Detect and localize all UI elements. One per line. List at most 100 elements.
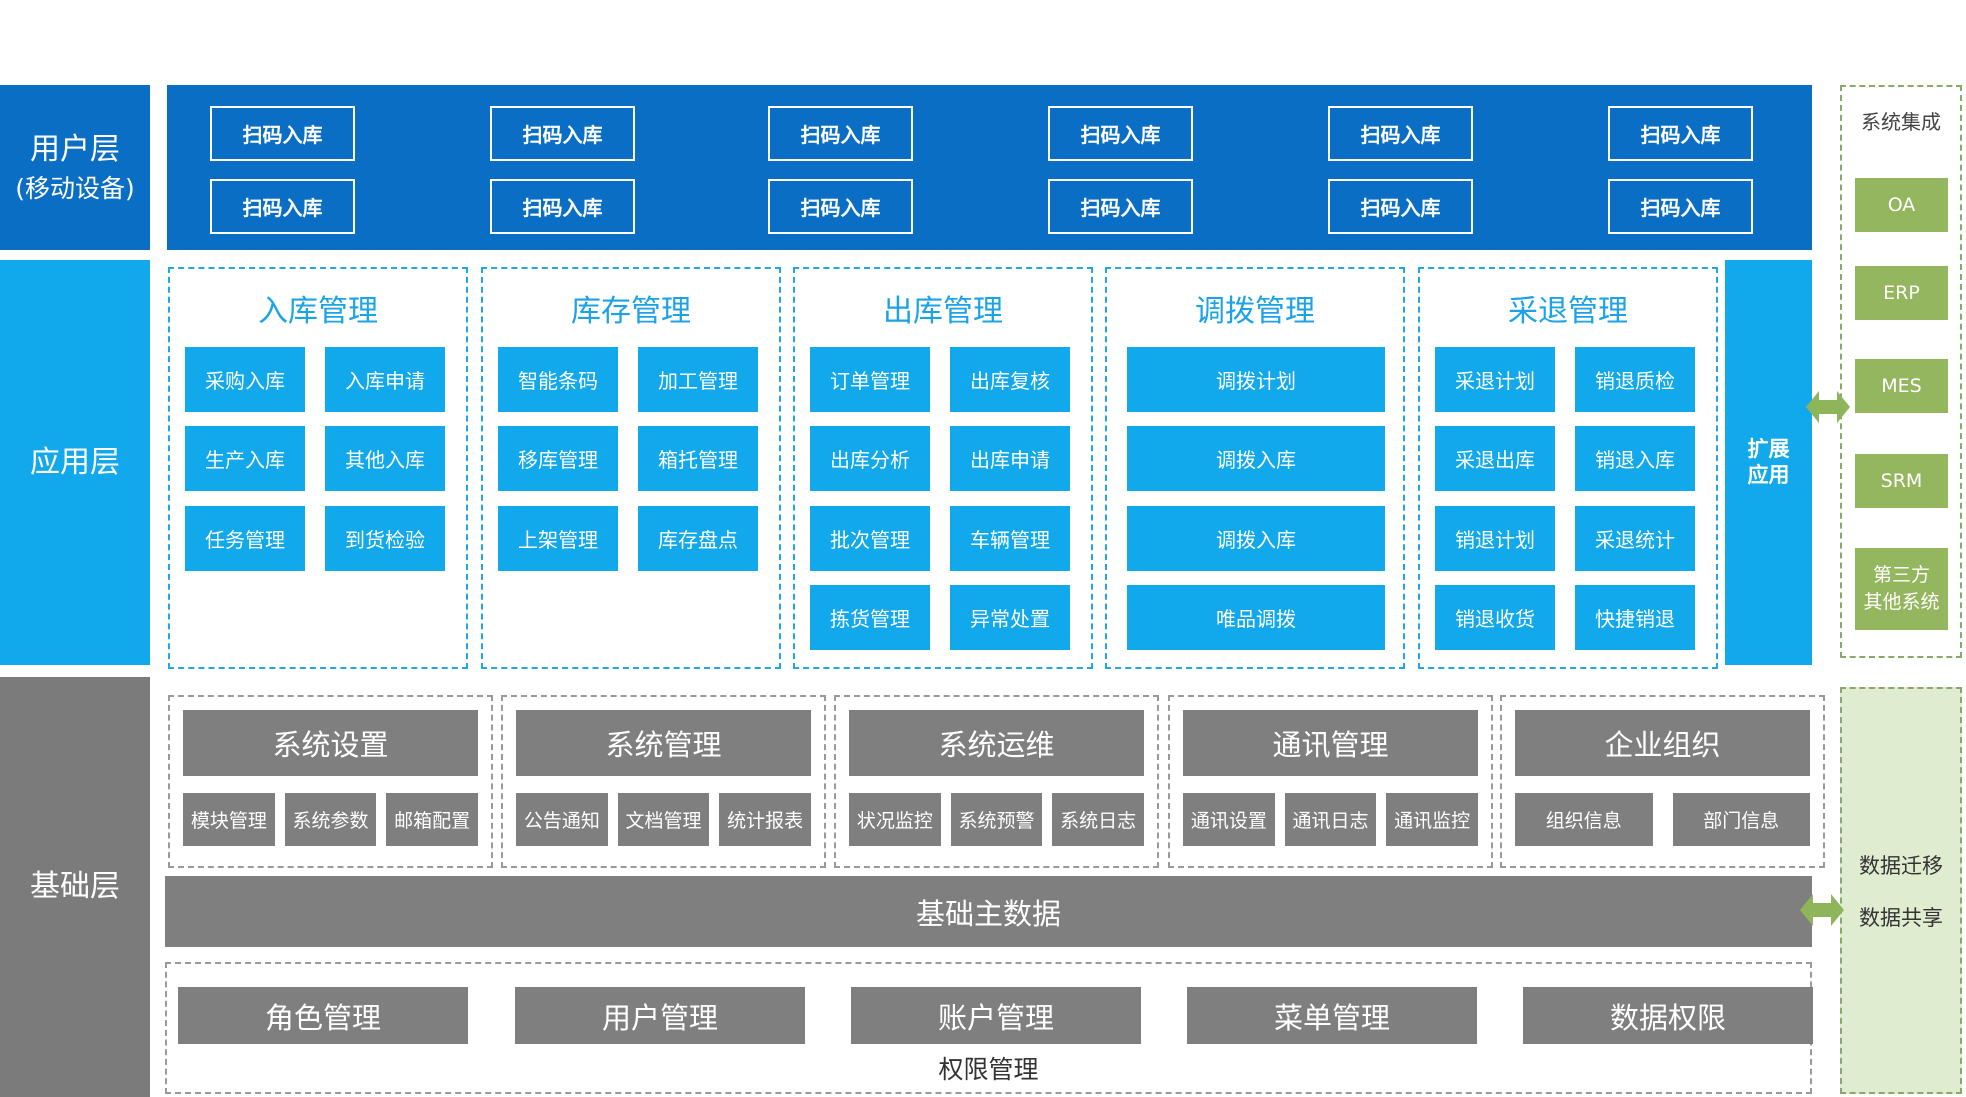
module-item: 生产入库 <box>185 426 305 491</box>
scan-inbound-button-label: 扫码入库 <box>522 196 603 220</box>
module-item: 销退入库 <box>1575 426 1695 491</box>
module-item: 拣货管理 <box>810 585 930 650</box>
data-share-double-arrow <box>1800 894 1844 926</box>
base-group-item: 公告通知 <box>516 793 608 846</box>
scan-inbound-button-label: 扫码入库 <box>1360 123 1441 147</box>
base-group-item: 通讯日志 <box>1284 793 1377 846</box>
module-item: 销退计划 <box>1435 506 1555 571</box>
module-item-label: 任务管理 <box>205 528 285 552</box>
scan-inbound-button: 扫码入库 <box>1608 179 1753 234</box>
integration-system-box: MES <box>1855 359 1948 413</box>
base-group-item: 状况监控 <box>849 793 941 846</box>
data-sharing-label: 数据共享 <box>1859 905 1943 930</box>
base-group-item: 系统日志 <box>1052 793 1144 846</box>
scan-inbound-button: 扫码入库 <box>1048 179 1193 234</box>
base-group-item-label: 通讯日志 <box>1292 810 1369 832</box>
permission-item: 账户管理 <box>851 987 1141 1044</box>
user-layer-label: 用户层 (移动设备) <box>0 85 150 250</box>
base-group-item-label: 统计报表 <box>727 810 804 832</box>
permission-item: 菜单管理 <box>1187 987 1477 1044</box>
permission-item: 角色管理 <box>178 987 468 1044</box>
base-group-title: 企业组织 <box>1515 710 1810 776</box>
module-item-label: 采退统计 <box>1595 528 1675 552</box>
module-item: 出库分析 <box>810 426 930 491</box>
module-item-label: 销退质检 <box>1595 369 1675 393</box>
base-group-title-label: 通讯管理 <box>1272 728 1389 762</box>
module-title-label: 入库管理 <box>258 294 378 329</box>
integration-system-box: OA <box>1855 178 1948 232</box>
scan-inbound-button: 扫码入库 <box>1048 106 1193 161</box>
module-0 <box>168 267 468 669</box>
third-party-system-box: 第三方 其他系统 <box>1855 548 1948 630</box>
base-group-item-label: 系统参数 <box>292 810 369 832</box>
extension-app-block: 扩展 应用 <box>1725 260 1812 665</box>
permission-item-label: 数据权限 <box>1609 1000 1726 1035</box>
module-item-label: 到货检验 <box>345 528 425 552</box>
base-group-item-label: 系统日志 <box>1060 810 1137 832</box>
base-group-item: 组织信息 <box>1515 793 1653 846</box>
module-item: 批次管理 <box>810 506 930 571</box>
base-group-title-label: 系统设置 <box>272 728 389 762</box>
base-group-item-label: 系统预警 <box>958 810 1035 832</box>
module-item: 库存盘点 <box>638 506 758 571</box>
module-item: 销退收货 <box>1435 585 1555 650</box>
integration-system-box-label: MES <box>1881 374 1922 397</box>
module-item: 入库申请 <box>325 347 445 412</box>
extension-label-line2: 应用 <box>1747 462 1790 487</box>
base-layer-title: 基础层 <box>30 869 120 905</box>
module-item-label: 唯品调拨 <box>1216 607 1296 631</box>
scan-inbound-button-label: 扫码入库 <box>800 196 881 220</box>
base-group-title: 系统设置 <box>183 710 478 776</box>
module-title: 出库管理 <box>793 284 1093 332</box>
scan-inbound-button: 扫码入库 <box>490 106 635 161</box>
module-item-label: 销退收货 <box>1455 607 1535 631</box>
master-data-bar: 基础主数据 <box>165 876 1812 947</box>
module-item: 箱托管理 <box>638 426 758 491</box>
base-group-0 <box>168 695 493 868</box>
extension-label-line1: 扩展 <box>1747 437 1790 462</box>
module-item-label: 加工管理 <box>658 369 738 393</box>
base-group-title-label: 系统管理 <box>605 728 722 762</box>
base-group-item: 部门信息 <box>1672 793 1810 846</box>
base-group-item: 模块管理 <box>183 793 275 846</box>
module-item: 调拨入库 <box>1127 426 1385 491</box>
module-item-label: 拣货管理 <box>830 607 910 631</box>
module-title-label: 库存管理 <box>571 294 691 329</box>
module-item: 智能条码 <box>498 347 618 412</box>
module-item-label: 采购入库 <box>205 369 285 393</box>
module-title: 采退管理 <box>1418 284 1718 332</box>
module-item: 唯品调拨 <box>1127 585 1385 650</box>
base-group-item-label: 邮箱配置 <box>394 810 471 832</box>
module-item-label: 调拨入库 <box>1216 528 1296 552</box>
base-group-item: 通讯监控 <box>1386 793 1478 846</box>
base-group-item-label: 通讯设置 <box>1190 810 1267 832</box>
module-item: 到货检验 <box>325 506 445 571</box>
module-item-label: 上架管理 <box>518 528 598 552</box>
scan-inbound-button: 扫码入库 <box>1608 106 1753 161</box>
module-item-label: 库存盘点 <box>658 528 738 552</box>
module-item-label: 异常处置 <box>970 607 1050 631</box>
base-group-item: 统计报表 <box>719 793 811 846</box>
module-item-label: 出库分析 <box>830 448 910 472</box>
master-data-label: 基础主数据 <box>915 896 1061 931</box>
module-title-label: 采退管理 <box>1508 294 1628 329</box>
module-item: 订单管理 <box>810 347 930 412</box>
module-item-label: 移库管理 <box>518 448 598 472</box>
integration-system-box: SRM <box>1855 454 1948 508</box>
module-item-label: 采退计划 <box>1455 369 1535 393</box>
module-item: 采退计划 <box>1435 347 1555 412</box>
module-item: 加工管理 <box>638 347 758 412</box>
integration-system-box-label: ERP <box>1883 281 1920 304</box>
base-group-item-label: 模块管理 <box>190 810 267 832</box>
base-group-item-label: 公告通知 <box>523 810 600 832</box>
permission-item: 数据权限 <box>1523 987 1813 1044</box>
module-item: 调拨入库 <box>1127 506 1385 571</box>
system-integration-title-label: 系统集成 <box>1861 109 1941 134</box>
scan-inbound-button: 扫码入库 <box>210 179 355 234</box>
base-group-item: 系统预警 <box>950 793 1043 846</box>
scan-inbound-button: 扫码入库 <box>210 106 355 161</box>
app-layer-label: 应用层 <box>0 260 150 665</box>
base-group-item-label: 文档管理 <box>625 810 702 832</box>
base-group-item: 邮箱配置 <box>386 793 478 846</box>
scan-inbound-button: 扫码入库 <box>1328 179 1473 234</box>
